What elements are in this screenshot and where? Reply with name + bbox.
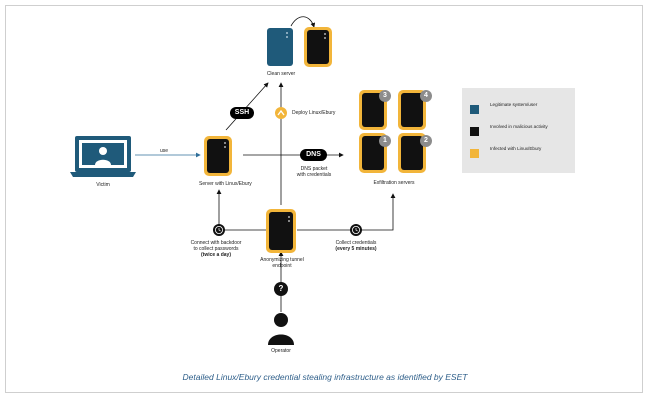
legend-item-legitimate: Legitimate system/user <box>470 102 570 120</box>
edge-connect-backdoor <box>216 189 267 231</box>
legend-swatch-legitimate <box>470 105 479 114</box>
legend-label-legitimate: Legitimate system/user <box>490 102 538 107</box>
connect-line-3: (twice a day) <box>200 252 231 258</box>
edge-collect-credentials <box>297 193 396 231</box>
exfil-number-badge-3 <box>379 90 391 102</box>
connect-line-1: Connect with backdoor <box>190 240 242 246</box>
exfil-number-badge-1 <box>379 135 391 147</box>
legend-item-malicious: Involved in malicious activity <box>470 124 570 142</box>
exfil-server-3-icon <box>359 90 387 130</box>
exfil-number-badge-2 <box>420 135 432 147</box>
legend-label-malicious: Involved in malicious activity <box>490 124 548 129</box>
exfil-number-4: 4 <box>424 92 428 99</box>
exfil-number-1: 1 <box>383 137 387 144</box>
exfil-number-2: 2 <box>424 137 428 144</box>
legend-swatch-malicious <box>470 127 479 136</box>
clock-icon-collect <box>350 224 362 236</box>
deploy-label: Deploy Linux/Ebury <box>292 110 336 116</box>
exfil-server-2-icon <box>398 133 426 173</box>
clean-server-icon <box>267 28 293 66</box>
victim-label: Victim <box>96 182 110 188</box>
connect-label: Connect with backdoor to collect passwor… <box>186 240 246 258</box>
laptop-icon <box>70 136 136 177</box>
collect-line-2: (every 5 minutes) <box>335 246 377 252</box>
anonymizing-tunnel-server-icon <box>266 209 296 253</box>
legend-swatch-infected <box>470 149 479 158</box>
server-with-ebury-icon <box>204 136 232 176</box>
dns-packet-line-2: with credentials <box>296 172 332 178</box>
collect-line-1: Collect credentials <box>335 240 377 246</box>
exfil-number-badge-4 <box>420 90 432 102</box>
edge-label-use: use <box>160 148 169 154</box>
edge-server-to-clean <box>225 82 269 131</box>
exfil-server-4-icon <box>398 90 426 130</box>
collect-label: Collect credentials (every 5 minutes) <box>330 240 382 252</box>
legend-label-infected: Infected with Linux/Ebury <box>490 146 542 151</box>
connect-line-2: to collect passwords <box>193 246 239 252</box>
diagram-frame <box>5 5 643 393</box>
operator-person-icon <box>268 313 294 345</box>
exfil-label: Exfiltration servers <box>373 180 415 186</box>
server-label: Server with Linux/Ebury <box>199 181 252 187</box>
dns-packet-line-1: DNS packet <box>300 166 328 172</box>
legend-item-infected: Infected with Linux/Ebury <box>470 146 570 164</box>
infected-server-icon <box>304 27 332 67</box>
operator-label: Operator <box>271 348 291 354</box>
clock-icon-backdoor <box>213 224 225 236</box>
dns-packet-label: DNS packet with credentials <box>296 166 332 178</box>
tunnel-label: Anonymizing tunnel endpoint <box>260 257 304 269</box>
clean-server-label: Clean server <box>266 71 296 77</box>
edge-clean-to-infected <box>290 16 316 28</box>
dns-badge: DNS <box>300 149 327 161</box>
deploy-icon <box>275 107 287 119</box>
figure-caption: Detailed Linux/Ebury credential stealing… <box>182 372 468 382</box>
ssh-badge: SSH <box>230 107 254 119</box>
exfil-number-3: 3 <box>383 92 387 99</box>
unknown-circle <box>274 282 288 296</box>
legend: Legitimate system/user Involved in malic… <box>462 88 575 173</box>
question-mark: ? <box>278 284 284 293</box>
